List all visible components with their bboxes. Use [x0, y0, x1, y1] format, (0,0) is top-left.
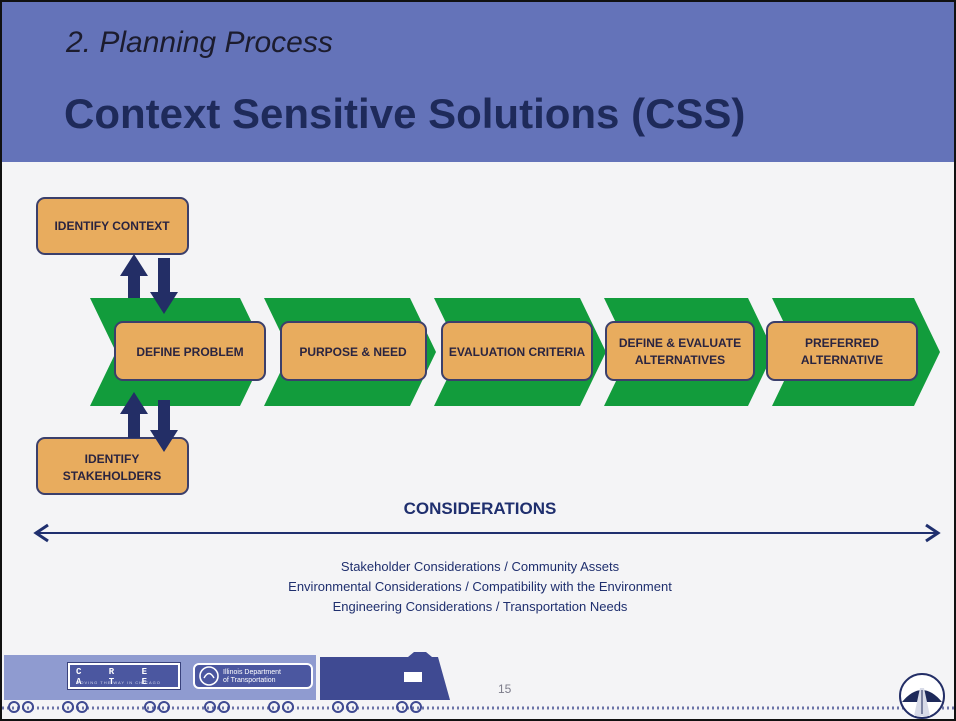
step-box-5	[766, 321, 918, 381]
considerations-heading: CONSIDERATIONS	[403, 499, 557, 518]
idot-logo-line2: of Transportation	[223, 677, 276, 684]
considerations-list: Stakeholder Considerations / Community A…	[2, 557, 954, 617]
slide-subtitle: 2. Planning Process	[66, 26, 333, 59]
step-box-4	[605, 321, 755, 381]
consideration-item: Stakeholder Considerations / Community A…	[340, 559, 620, 574]
arrow-up-bottom	[120, 392, 148, 438]
create-logo: C R E A T E MOVING THE WAY IN CHICAGO	[67, 662, 181, 690]
idot-emblem-icon	[199, 666, 219, 686]
considerations-arrow-right-head	[925, 523, 941, 543]
arrow-down-bottom	[150, 400, 178, 452]
idot-logo-text: Illinois Department of Transportation	[223, 669, 281, 685]
identify-context-label: IDENTIFY CONTEXT	[54, 219, 170, 233]
idot-logo-line1: Illinois Department	[223, 669, 281, 676]
create-logo-tagline: MOVING THE WAY IN CHICAGO	[76, 680, 161, 685]
step-label-2: PURPOSE & NEED	[299, 345, 407, 359]
step-label-1: DEFINE PROBLEM	[136, 345, 243, 359]
step-label-5b: ALTERNATIVE	[801, 353, 883, 367]
arrow-up-top	[120, 254, 148, 298]
step-box-1	[114, 321, 266, 381]
identify-stakeholders-box	[36, 437, 189, 495]
slide-title: Context Sensitive Solutions (CSS)	[64, 90, 746, 137]
step-label-3: EVALUATION CRITERIA	[449, 345, 586, 359]
idot-logo: Illinois Department of Transportation	[193, 663, 313, 689]
identify-stakeholders-label-1: IDENTIFY	[85, 452, 140, 466]
identify-stakeholders-label-2: STAKEHOLDERS	[63, 469, 161, 483]
identify-context-box	[36, 197, 189, 255]
step-box-2	[280, 321, 427, 381]
slide-header: 2. Planning Process Context Sensitive So…	[2, 2, 954, 162]
step-box-3	[441, 321, 593, 381]
arrow-down-top	[150, 258, 178, 314]
page-number: 15	[498, 682, 512, 696]
considerations-arrow-left-head	[33, 523, 49, 543]
step-label-5a: PREFERRED	[805, 336, 879, 350]
consideration-item: Environmental Considerations / Compatibi…	[288, 579, 672, 594]
step-label-4a: DEFINE & EVALUATE	[619, 336, 741, 350]
step-label-4b: ALTERNATIVES	[635, 353, 725, 367]
consideration-item: Engineering Considerations / Transportat…	[332, 599, 628, 614]
create-logo-text: C R E A T E	[76, 667, 159, 687]
seal-logo	[899, 673, 945, 719]
footer-train	[2, 652, 954, 713]
